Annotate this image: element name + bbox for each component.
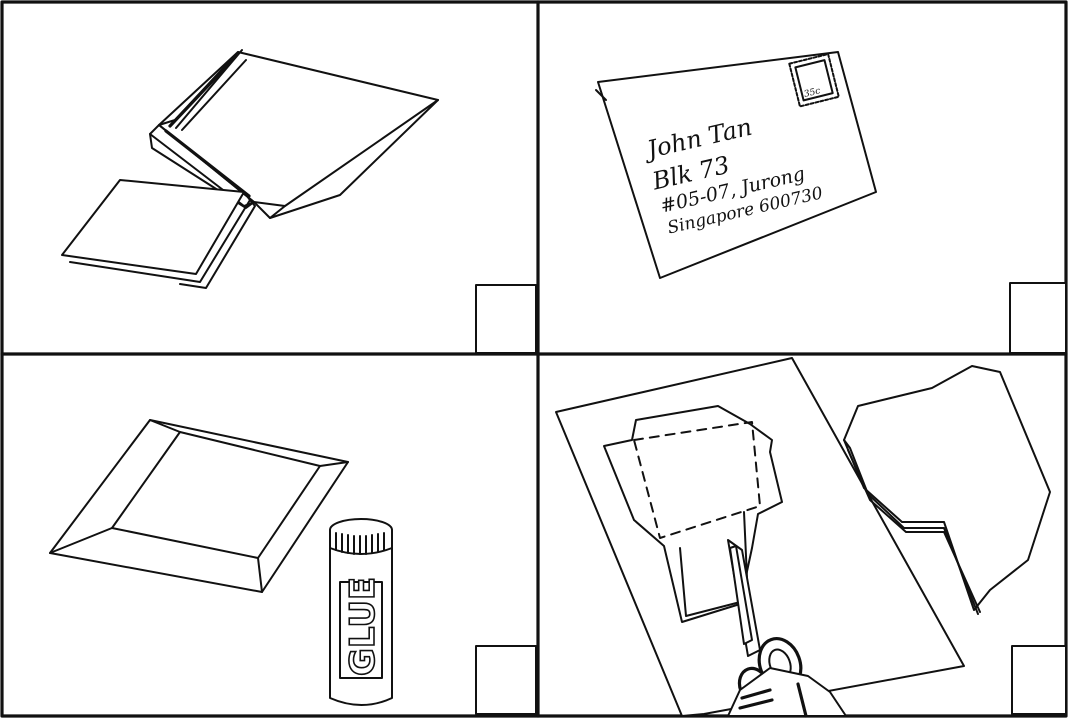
panel-1: [62, 50, 536, 353]
panel-3: GLUE: [50, 420, 536, 714]
panel-4-checkbox[interactable]: [1012, 646, 1066, 714]
glue-label: GLUE: [343, 577, 383, 676]
panel-2-checkbox[interactable]: [1010, 283, 1066, 353]
sealed-envelope: [50, 420, 348, 592]
panel-4: [556, 358, 1066, 716]
panel-3-checkbox[interactable]: [476, 646, 536, 714]
folded-paper: [62, 180, 255, 288]
panel-1-checkbox[interactable]: [476, 285, 536, 353]
glue-stick: GLUE: [330, 519, 392, 705]
panel-2: 35c John Tan Blk 73 #05-07, Jurong Singa…: [596, 52, 1066, 353]
addressed-envelope: 35c John Tan Blk 73 #05-07, Jurong Singa…: [596, 52, 876, 278]
